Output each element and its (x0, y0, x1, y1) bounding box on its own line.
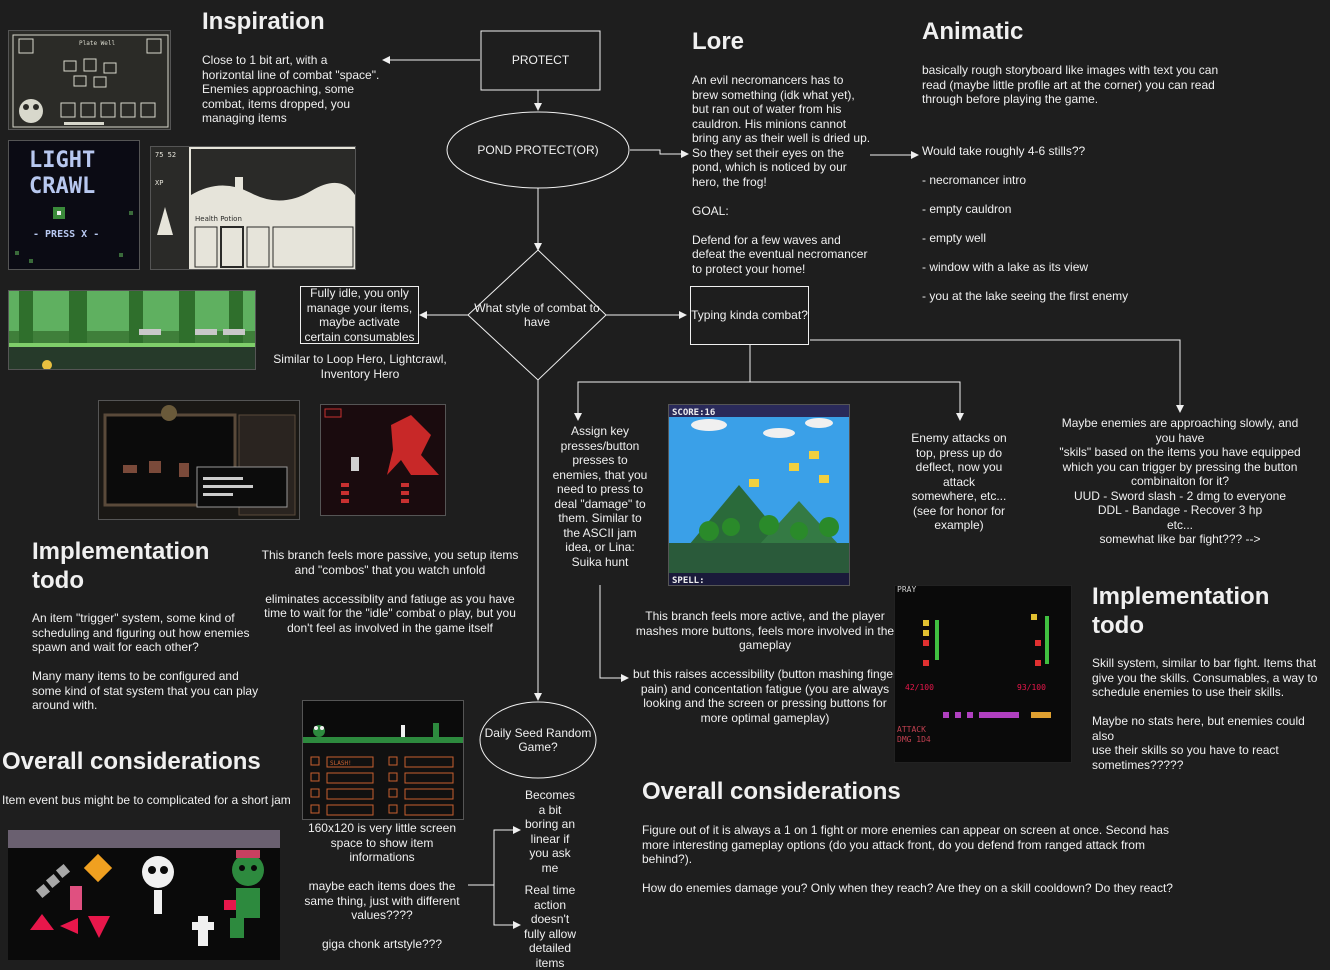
daily-seed-node[interactable]: Daily Seed Random Game? (481, 704, 595, 776)
plate-well-label: Plate Well (79, 40, 116, 47)
mockup-image-chonk-art (8, 830, 280, 960)
inspiration-image-forest (8, 290, 256, 370)
edge-split-realtime (493, 885, 521, 929)
inspiration-image-red-creature (320, 404, 446, 516)
press-x-label: - PRESS X - (33, 229, 99, 240)
overall-right-text: Figure out of it is always a 1 on 1 figh… (642, 823, 1173, 895)
light-label: LIGHT (29, 148, 95, 173)
mockup-image-160x120: SLASH! (302, 700, 464, 820)
edge-typing-skills (810, 339, 1184, 413)
boring-text: Becomes a bit boring an linear if you as… (524, 788, 576, 875)
heading-lore: Lore (692, 28, 745, 55)
heading-impl-right: Implementation todo (1092, 583, 1270, 639)
combat-style-label: What style of combat to have (474, 300, 600, 330)
protect-label: PROTECT (511, 53, 570, 68)
skills-image-bar-fight: PRAY 42/100 93/100 ATTACK DMG 1D4 (894, 585, 1072, 763)
daily-seed-label: Daily Seed Random Game? (484, 725, 592, 755)
enemy-attacks-text: Enemy attacks on top, press up do deflec… (911, 431, 1007, 532)
passive-branch-text: This branch feels more passive, you setu… (261, 548, 519, 635)
skills-text: Maybe enemies are approaching slowly, an… (1059, 416, 1301, 546)
svg-text:75 52: 75 52 (155, 151, 176, 159)
inspiration-image-dungeon (98, 400, 300, 520)
typing-image-score-game: SCORE:16 SPELL: (668, 404, 850, 586)
screen-notes-text: 160x120 is very little screen space to s… (304, 821, 460, 951)
typing-label: Typing kinda combat? (691, 308, 808, 323)
pray-label: PRAY (897, 586, 916, 594)
combat-style-node[interactable]: What style of combat to have (468, 290, 606, 340)
attack-line2: DMG 1D4 (897, 735, 931, 744)
inspiration-image-inventory: 75 52 XP Health Potion (150, 146, 356, 270)
heading-overall-left: Overall considerations (2, 748, 261, 775)
crawl-label: CRAWL (29, 174, 95, 199)
health-potion-label: Health Potion (195, 215, 242, 223)
animatic-text: basically rough storyboard like images w… (922, 63, 1219, 106)
attack-line1: ATTACK (897, 725, 926, 734)
fully-idle-label: Fully idle, you only manage your items, … (304, 286, 415, 344)
hp-left-label: 42/100 (905, 683, 934, 692)
heading-animatic: Animatic (922, 18, 1024, 45)
spell-label: SPELL: (672, 576, 705, 586)
hp-right-label: 93/100 (1017, 683, 1046, 692)
heading-inspiration: Inspiration (202, 8, 325, 35)
impl-right-text: Skill system, similar to bar fight. Item… (1092, 656, 1318, 772)
slash-label: SLASH! (330, 760, 352, 767)
typing-node[interactable]: Typing kinda combat? (690, 286, 809, 345)
pond-node[interactable]: POND PROTECT(OR) (447, 112, 629, 188)
pond-label: POND PROTECT(OR) (477, 142, 599, 157)
score-label: SCORE:16 (672, 408, 715, 418)
accessibility-text: but this raises accessibility (button ma… (632, 667, 898, 725)
inspiration-image-light-crawl: LIGHT CRAWL - PRESS X - (8, 140, 140, 270)
overall-left-text: Item event bus might be to complicated f… (2, 793, 291, 807)
inspiration-image-plate-well: Plate Well (8, 30, 171, 130)
protect-node[interactable]: PROTECT (481, 31, 600, 90)
heading-impl-left: Implementation todo (32, 538, 210, 594)
stills-text: Would take roughly 4-6 stills?? - necrom… (922, 144, 1129, 303)
edge-pond-lore (630, 149, 689, 158)
similar-idle-text: Similar to Loop Hero, Lightcrawl, Invent… (273, 352, 447, 381)
lore-text: An evil necromancers has to brew somethi… (692, 73, 871, 276)
svg-text:XP: XP (155, 179, 163, 187)
edge-split-boring (493, 826, 521, 885)
heading-overall-right: Overall considerations (642, 778, 901, 805)
inspiration-text: Close to 1 bit art, with a horizontal li… (202, 53, 380, 125)
edge-assign-accessibility (599, 585, 629, 682)
realtime-text: Real time action doesn't fully allow det… (523, 883, 577, 970)
impl-left-text: An item "trigger" system, some kind of s… (32, 611, 259, 712)
assign-keys-text: Assign key presses/button presses to ene… (552, 424, 648, 569)
fully-idle-node[interactable]: Fully idle, you only manage your items, … (300, 286, 419, 344)
active-branch-text: This branch feels more active, and the p… (635, 609, 895, 652)
